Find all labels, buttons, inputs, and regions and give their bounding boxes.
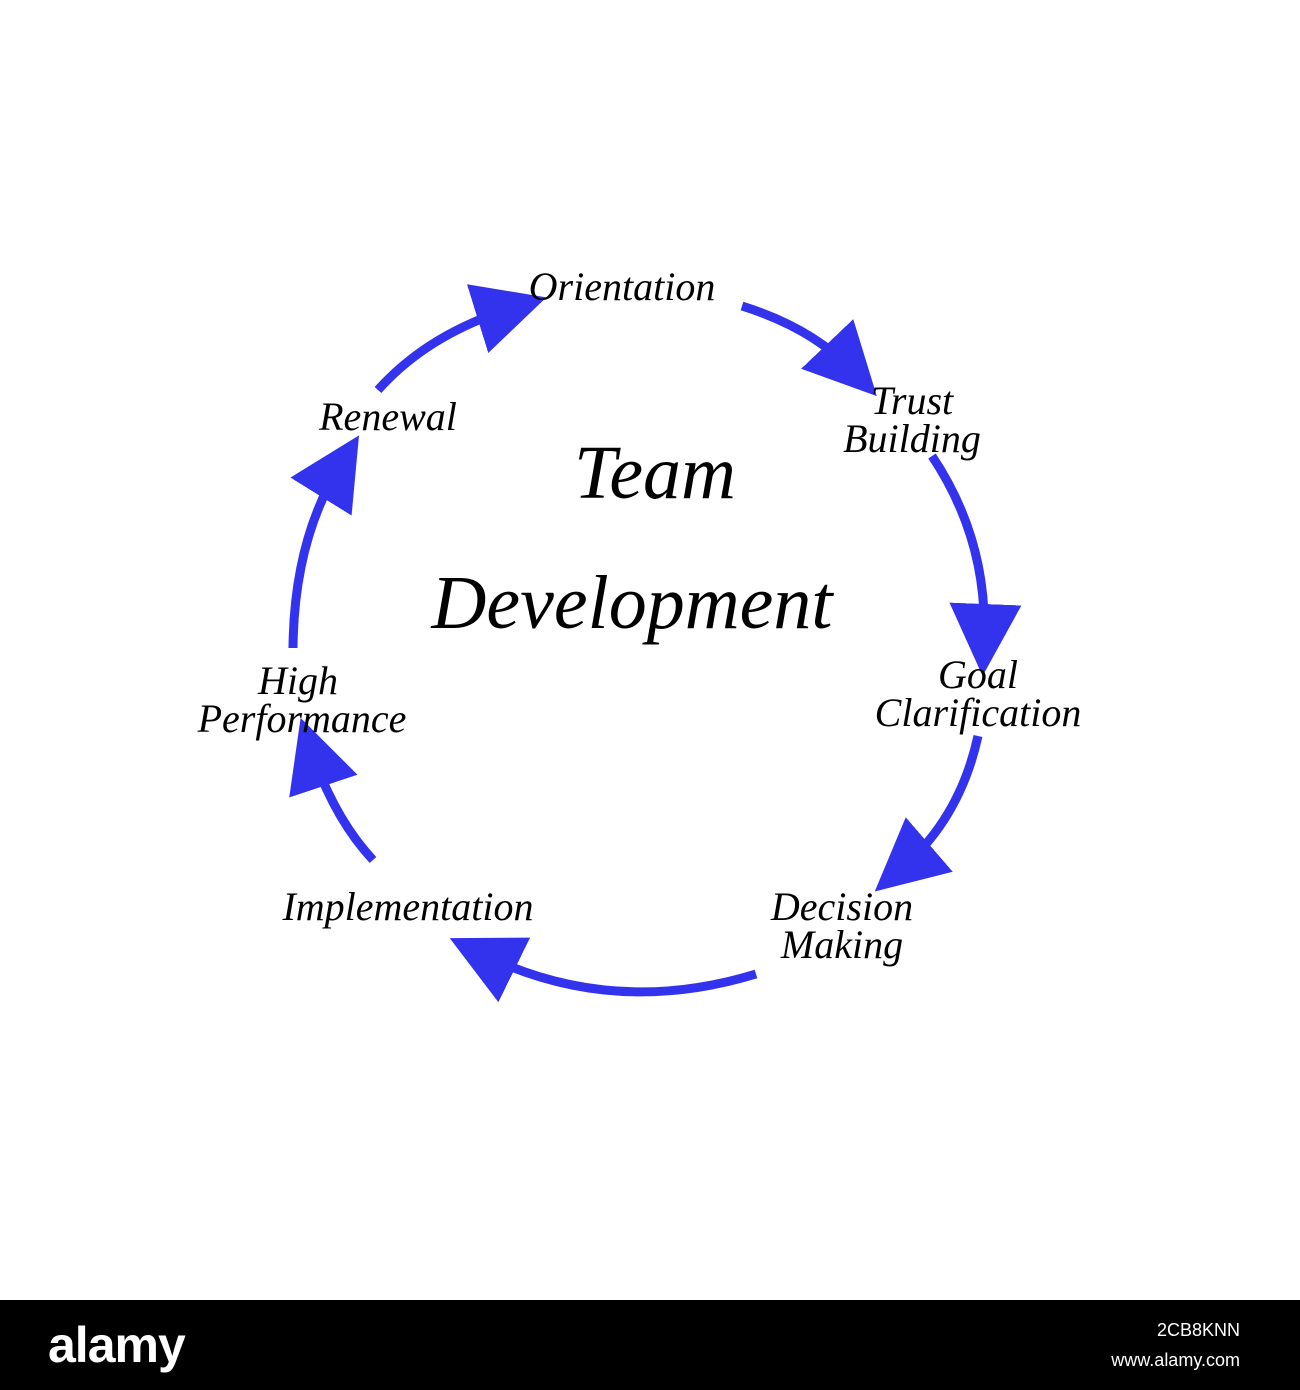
alamy-logo: alamy	[48, 1317, 186, 1373]
title-line-team: Team	[574, 431, 736, 515]
arrow-goal-clarification-to-decision-making	[874, 735, 983, 892]
arrow-implementation-to-high-performance	[289, 717, 377, 864]
step-label-trust-building-line1: Trust	[871, 378, 954, 423]
site-url-label: www.alamy.com	[1111, 1350, 1240, 1370]
team-development-cycle-diagram: Orientation Trust Building Goal Clarific…	[197, 264, 1082, 1003]
title-line-development: Development	[431, 561, 835, 645]
step-label-goal-clarification-line2: Clarification	[875, 690, 1082, 735]
step-label-renewal: Renewal	[318, 394, 457, 439]
step-labels: Orientation Trust Building Goal Clarific…	[197, 264, 1082, 967]
center-title: Team Development	[431, 431, 835, 645]
arrow-high-performance-to-renewal	[288, 435, 359, 649]
step-label-goal-clarification-line1: Goal	[938, 652, 1018, 697]
step-label-decision-making-line2: Making	[780, 922, 903, 967]
step-label-implementation: Implementation	[281, 884, 533, 929]
step-label-high-performance-line1: High	[257, 658, 338, 703]
step-label-orientation: Orientation	[529, 264, 716, 309]
image-id-label: 2CB8KNN	[1156, 1320, 1240, 1340]
arrow-decision-making-to-implementation	[449, 937, 758, 1003]
step-label-decision-making-line1: Decision	[770, 884, 913, 929]
arrow-orientation-to-trust-building	[740, 301, 877, 397]
arrow-trust-building-to-goal-clarification	[928, 453, 1022, 676]
watermark-footer-bar: alamy 2CB8KNN www.alamy.com	[0, 1300, 1300, 1390]
step-label-trust-building-line2: Building	[843, 416, 981, 461]
step-label-high-performance-line2: Performance	[197, 696, 407, 741]
arrow-renewal-to-orientation	[374, 284, 547, 393]
cycle-arrows	[288, 284, 1022, 1003]
